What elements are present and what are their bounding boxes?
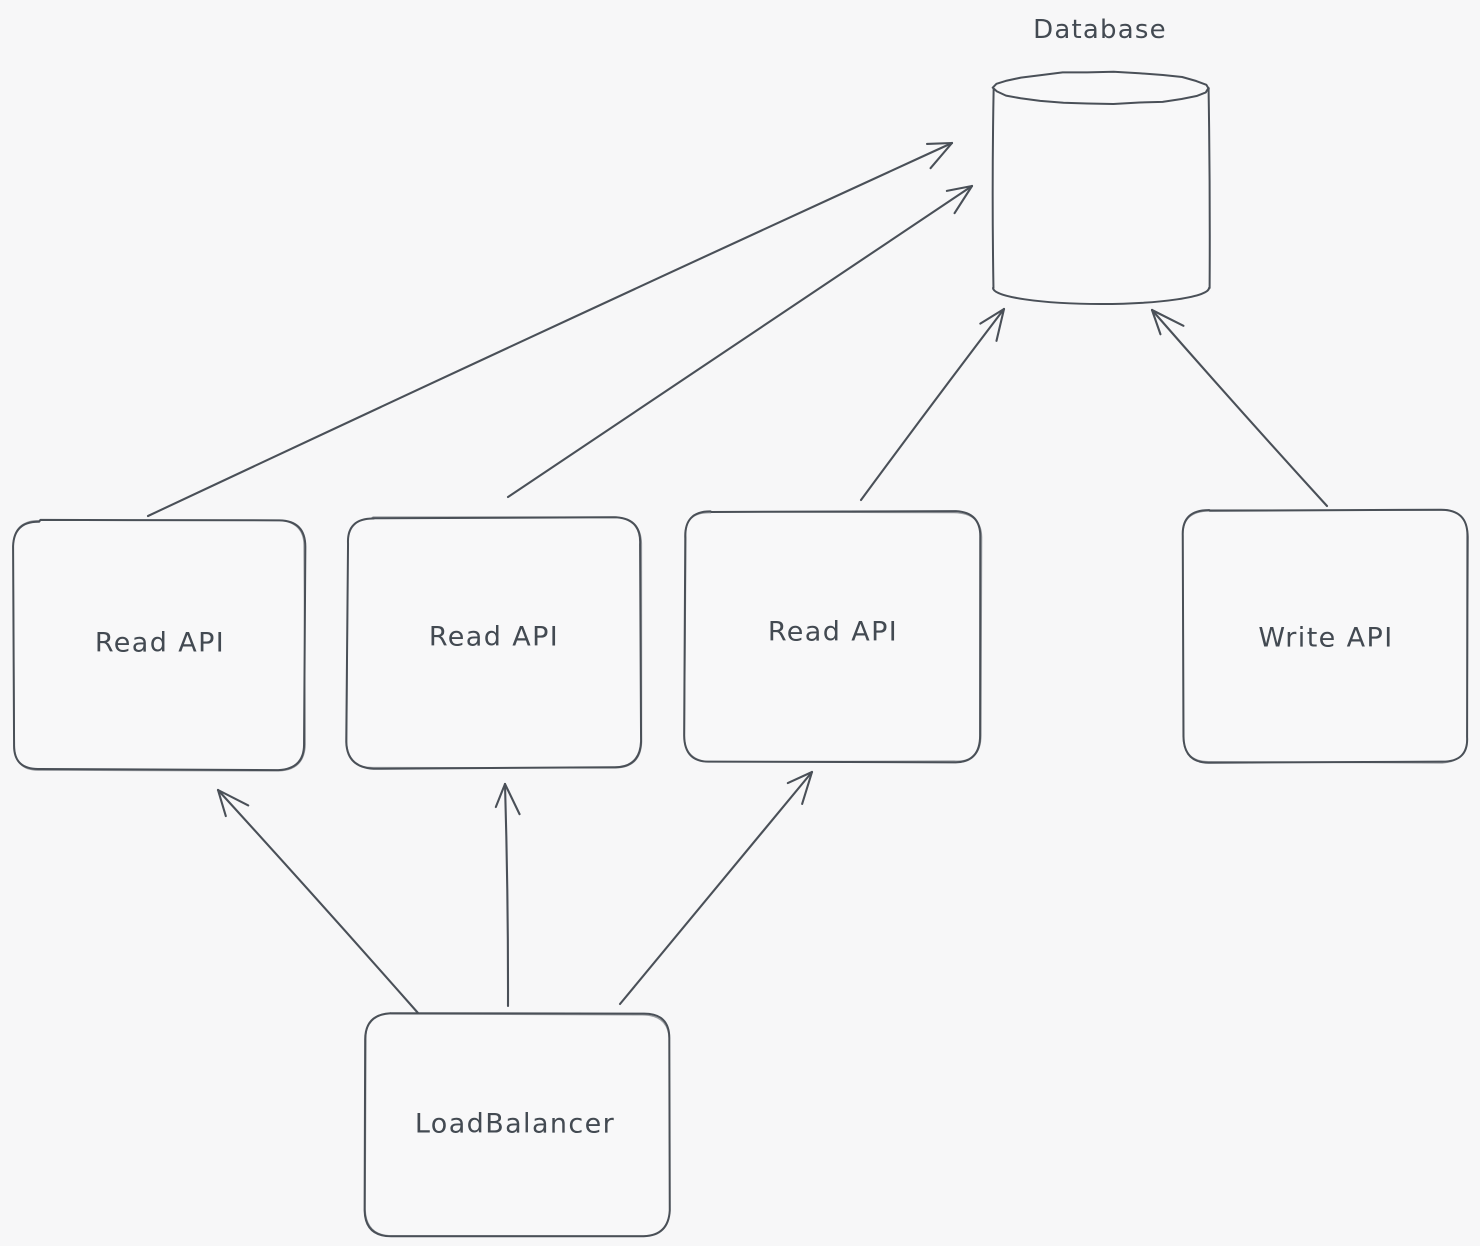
cylinder-side-right (1207, 87, 1211, 289)
edge-line (146, 141, 954, 518)
edge-line (503, 782, 510, 1008)
node-outline (346, 516, 643, 769)
edge-read1-to-db (146, 141, 954, 518)
node-outline (1182, 509, 1469, 764)
edge-write-to-db (1150, 308, 1329, 508)
node-fill (1183, 509, 1468, 762)
arrowhead-stroke (1150, 308, 1185, 327)
node-fill (684, 511, 981, 762)
edge-read2-to-db (506, 184, 974, 499)
node-read-api-1[interactable] (12, 518, 307, 772)
edge-lb-to-read1 (216, 788, 420, 1015)
node-fill (13, 520, 306, 771)
edge-lb-to-read3 (618, 770, 814, 1006)
arrowhead-stroke (995, 307, 1006, 342)
arrowhead-stroke (945, 184, 974, 192)
arrowhead-stroke (503, 782, 521, 816)
node-outline (12, 519, 306, 772)
arrowhead-stroke (979, 307, 1006, 325)
cylinder-top-ellipse (991, 70, 1210, 105)
arrowhead-stroke (216, 788, 227, 818)
cylinder-side-left (991, 87, 995, 289)
node-outline (364, 1012, 671, 1237)
edge-line (506, 184, 974, 499)
node-load-balancer[interactable] (363, 1012, 671, 1238)
cylinder-fill (993, 72, 1209, 304)
edge-line (618, 770, 814, 1006)
edge-lb-to-read2 (494, 782, 521, 1008)
node-write-api[interactable] (1181, 508, 1469, 764)
cylinder-bottom-arc (992, 287, 1210, 305)
edge-read3-to-db (859, 307, 1006, 502)
arrowhead-stroke (786, 770, 814, 785)
arrowhead-stroke (216, 788, 250, 807)
edge-line (859, 307, 1006, 502)
edges-layer (146, 141, 1329, 1015)
node-fill (364, 1014, 669, 1236)
node-label-database: Database (1033, 15, 1167, 45)
arrowhead-stroke (801, 770, 814, 805)
node-database[interactable] (991, 70, 1211, 305)
node-outline (683, 511, 983, 763)
arrowhead-stroke (953, 184, 974, 215)
node-read-api-3[interactable] (683, 510, 983, 764)
node-read-api-2[interactable] (345, 516, 643, 770)
arrowhead-stroke (925, 141, 954, 145)
edge-line (216, 788, 420, 1015)
arrowhead-stroke (494, 782, 507, 809)
edge-line (1150, 308, 1329, 508)
nodes-layer (12, 70, 1469, 1238)
arrowhead-stroke (929, 141, 954, 170)
arrowhead-stroke (1150, 308, 1162, 336)
node-fill (347, 517, 642, 769)
